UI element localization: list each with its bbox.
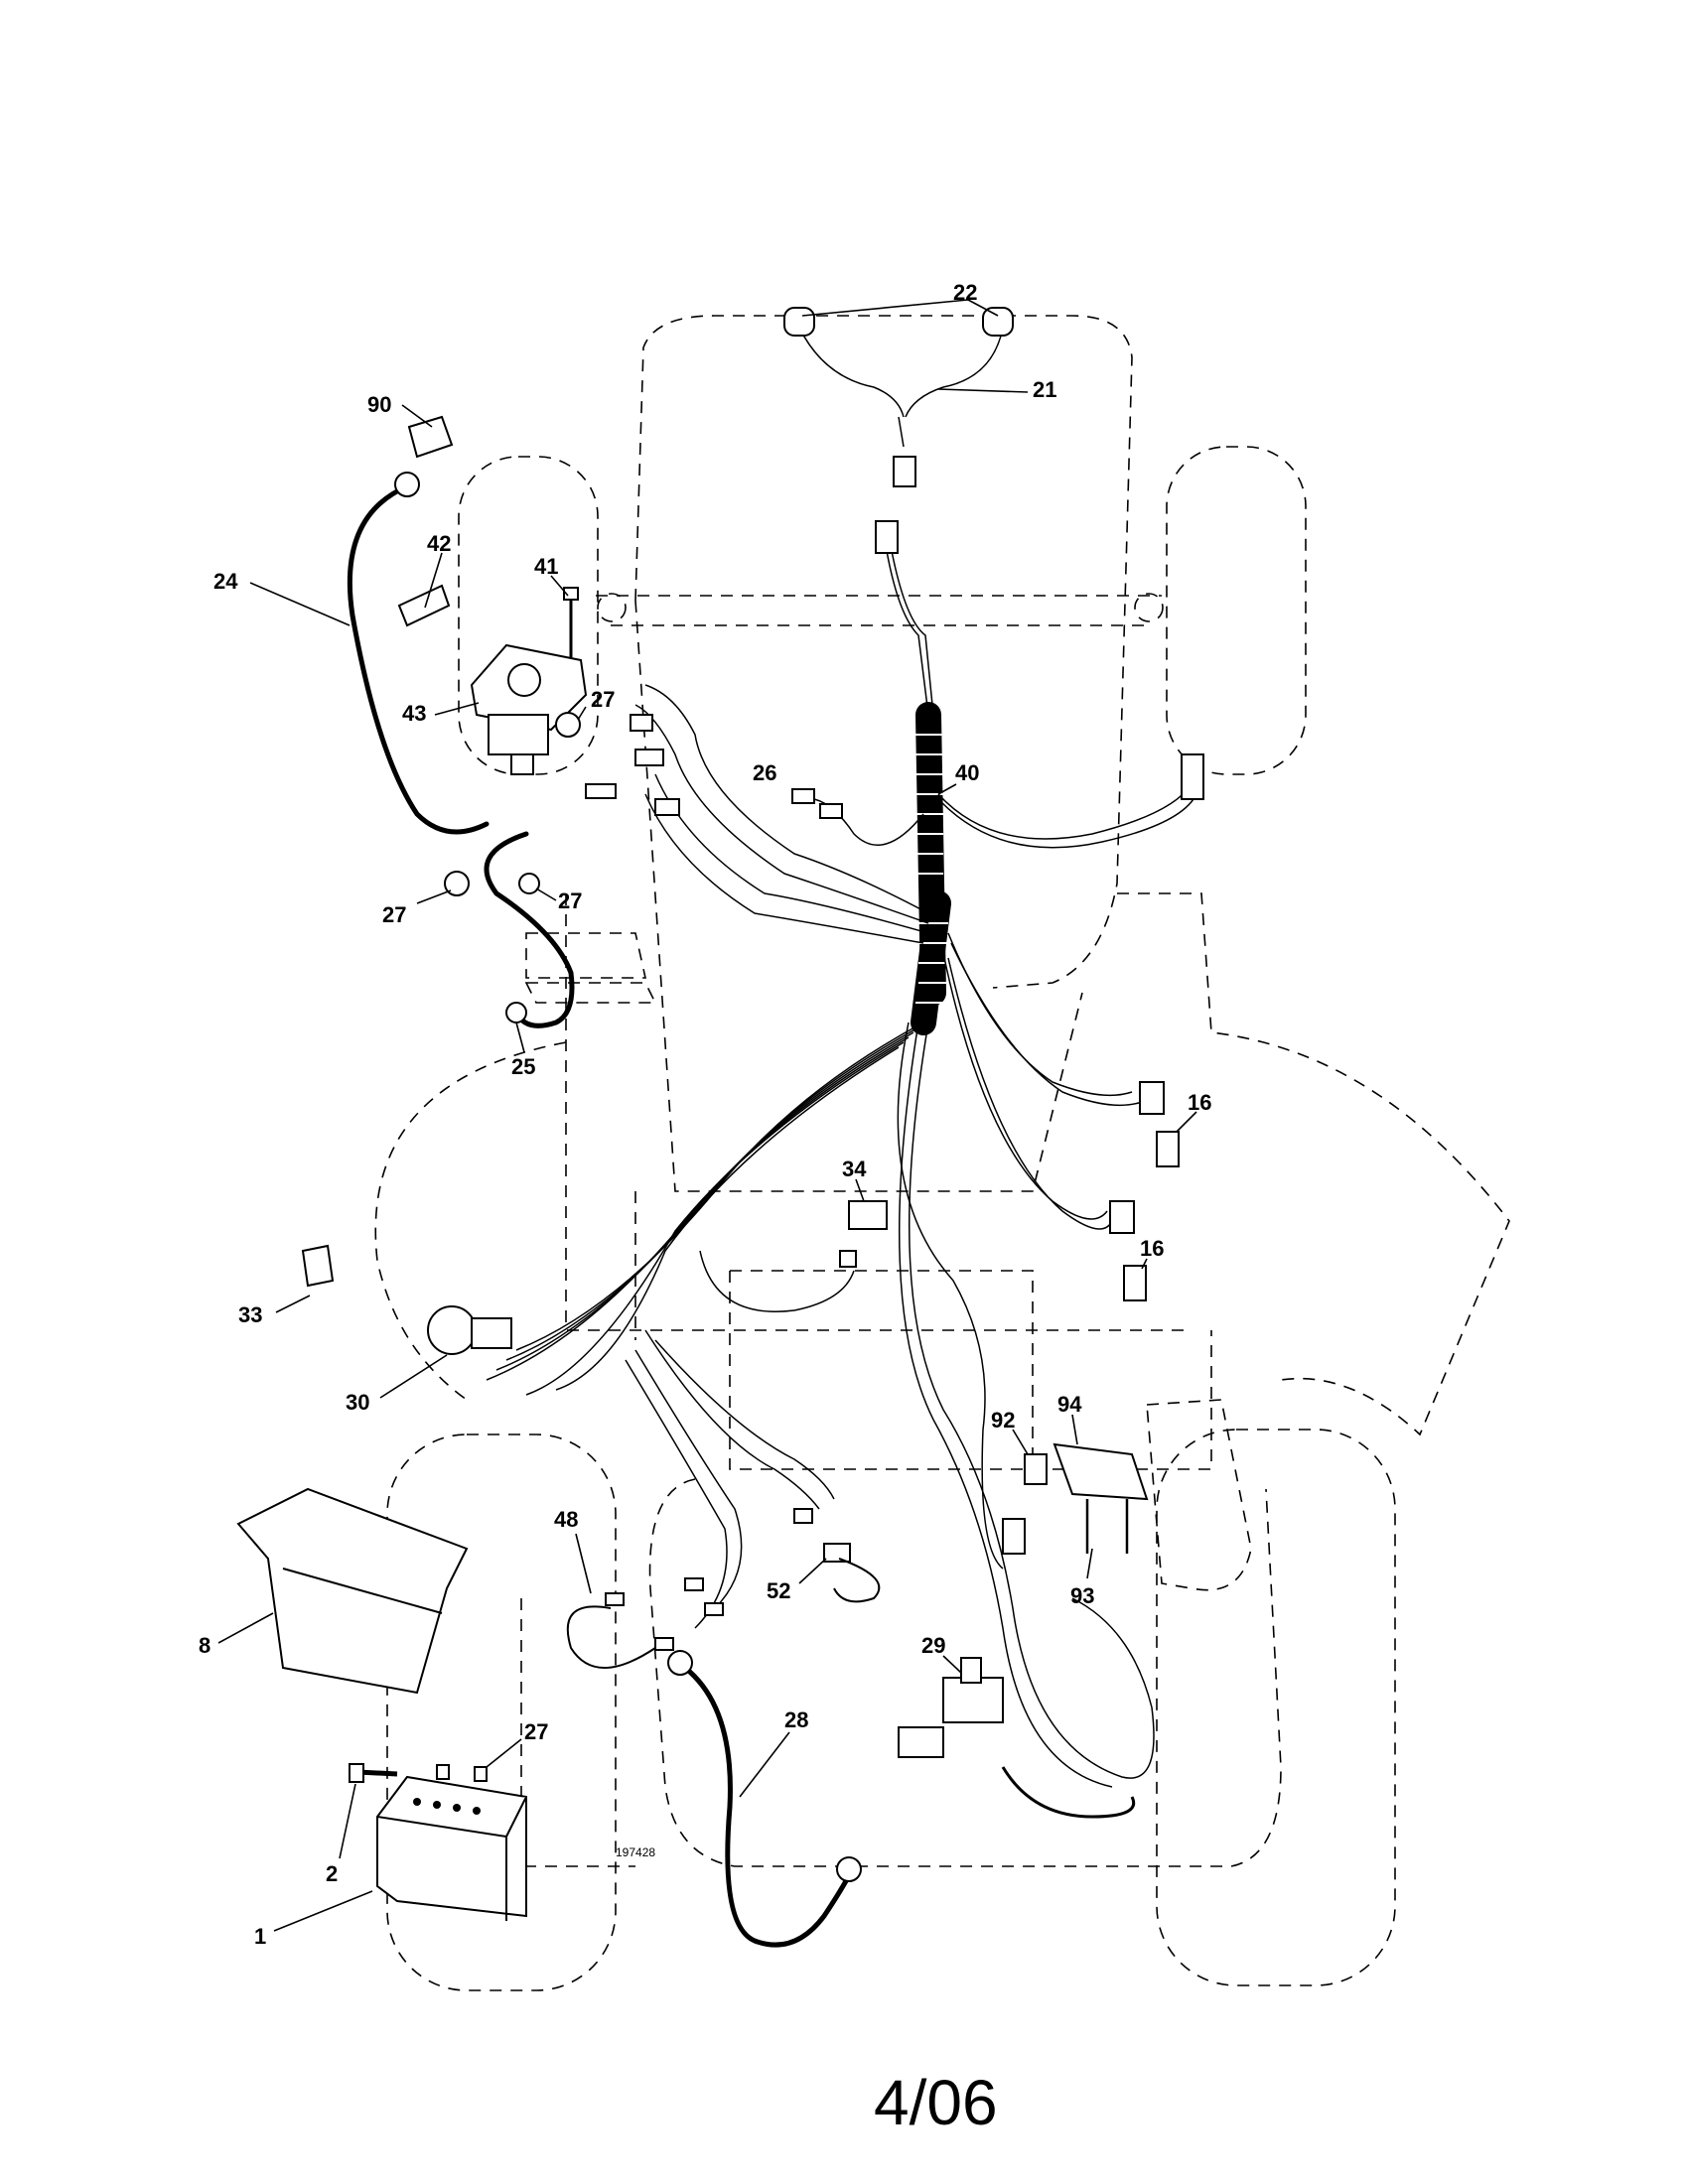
callout-1: 1 — [254, 1924, 266, 1949]
callout-24: 24 — [213, 569, 238, 594]
part-42 — [397, 584, 451, 627]
cable-25 — [484, 831, 575, 1028]
callout-16a: 16 — [1188, 1090, 1211, 1115]
part-30-ignition — [427, 1305, 477, 1355]
cable-28 — [682, 1665, 857, 1948]
terminal — [654, 798, 680, 816]
headlight-bulb-right — [982, 307, 1014, 337]
leader-lines — [217, 299, 1197, 1932]
part-48-loop — [566, 1605, 656, 1669]
harness-wires — [486, 327, 1197, 1788]
callout-22: 22 — [953, 280, 977, 305]
callout-34: 34 — [842, 1157, 867, 1181]
nut-27 — [444, 871, 470, 896]
part-90-plug — [407, 415, 454, 459]
parts — [236, 307, 1204, 1948]
callout-29: 29 — [921, 1633, 945, 1658]
callout-27c: 27 — [558, 888, 582, 913]
callout-21: 21 — [1033, 377, 1056, 402]
part-94 — [1052, 1442, 1149, 1501]
callout-27a: 27 — [591, 687, 615, 712]
callout-92: 92 — [991, 1408, 1015, 1433]
drawing-number: 197428 — [616, 1845, 655, 1859]
part-92-plug — [1002, 1518, 1026, 1555]
callout-93: 93 — [1070, 1583, 1094, 1608]
tractor-outline — [374, 315, 1510, 1991]
headlight-bulb-left — [783, 307, 815, 337]
part-8-battery-tray — [236, 1487, 469, 1695]
terminal — [634, 749, 664, 766]
callout-33: 33 — [238, 1302, 262, 1327]
callout-30: 30 — [346, 1390, 369, 1415]
callout-2: 2 — [326, 1861, 338, 1886]
part-1-battery — [376, 1775, 527, 1918]
part-26 — [791, 788, 815, 804]
page-label: 4/06 — [874, 2067, 998, 2138]
nut-27 — [555, 712, 581, 738]
callout-41: 41 — [534, 554, 558, 579]
switch-16 — [1156, 1131, 1180, 1167]
part-29 — [942, 1677, 1004, 1723]
callout-94: 94 — [1057, 1392, 1082, 1417]
callout-52: 52 — [767, 1578, 790, 1603]
callout-28: 28 — [784, 1707, 808, 1732]
callout-labels: 22 21 90 42 41 24 43 27 26 40 27 27 25 1… — [199, 280, 1211, 1949]
callout-27d: 27 — [524, 1719, 548, 1744]
part-26 — [819, 803, 843, 819]
nut-27 — [518, 873, 540, 894]
switch-16 — [1123, 1265, 1147, 1301]
callout-48: 48 — [554, 1507, 578, 1532]
callout-16b: 16 — [1140, 1236, 1164, 1261]
terminal — [630, 714, 653, 732]
part-34-switch — [848, 1200, 888, 1230]
switch-16-plug — [1139, 1081, 1165, 1115]
part-52 — [823, 1543, 851, 1563]
callout-43: 43 — [402, 701, 426, 726]
callout-8: 8 — [199, 1633, 210, 1658]
callout-26: 26 — [753, 760, 776, 785]
cable-24 — [347, 483, 490, 835]
part-33-key — [301, 1244, 335, 1288]
part-92 — [1024, 1453, 1048, 1485]
terminal — [585, 783, 617, 799]
callout-40: 40 — [955, 760, 979, 785]
harness-upper-plug — [875, 520, 899, 554]
callout-27b: 27 — [382, 902, 406, 927]
hood-connector — [1181, 753, 1204, 800]
callout-25: 25 — [511, 1054, 535, 1079]
headlight-harness-plug — [893, 456, 916, 487]
switch-16-plug — [1109, 1200, 1135, 1234]
callout-90: 90 — [367, 392, 391, 417]
callout-42: 42 — [427, 531, 451, 556]
